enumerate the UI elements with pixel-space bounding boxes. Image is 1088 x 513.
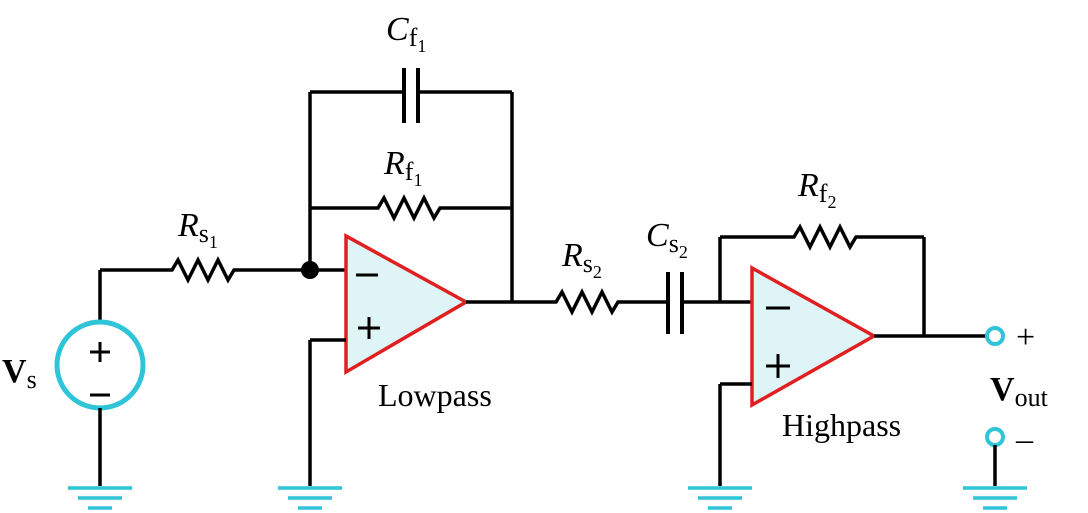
ground-icon bbox=[688, 486, 752, 510]
output-terminals bbox=[985, 326, 1005, 486]
lowpass-feedback bbox=[308, 68, 514, 302]
resistor-rs2 bbox=[548, 288, 628, 316]
resistor-rf1 bbox=[372, 194, 448, 222]
coupling-network bbox=[548, 272, 752, 334]
highpass-stage bbox=[718, 223, 986, 486]
input-source-branch bbox=[54, 256, 346, 486]
ground-icon bbox=[68, 486, 132, 510]
output-minus-sign: – bbox=[1015, 421, 1034, 458]
lowpass-opamp bbox=[308, 233, 548, 486]
highpass-opamp bbox=[750, 265, 878, 409]
resistor-rf2 bbox=[788, 223, 862, 251]
label-rf1: Rf1 bbox=[383, 145, 422, 190]
label-cs2: Cs2 bbox=[646, 217, 688, 262]
output-terminal-positive bbox=[985, 326, 1005, 346]
ground-icon bbox=[963, 486, 1027, 510]
stage-name-highpass: Highpass bbox=[782, 407, 901, 443]
label-rs2: Rs2 bbox=[561, 237, 602, 282]
output-terminal-negative bbox=[985, 427, 1005, 447]
label-rs1: Rs1 bbox=[177, 207, 218, 252]
label-rf2: Rf2 bbox=[797, 167, 836, 212]
resistor-rs1 bbox=[160, 256, 246, 284]
label-vout: Vout bbox=[990, 371, 1049, 412]
output-plus-sign: + bbox=[1016, 319, 1035, 356]
stage-name-lowpass: Lowpass bbox=[378, 377, 492, 413]
label-vs: Vs bbox=[2, 353, 37, 394]
ground-icon bbox=[278, 486, 342, 510]
label-cf1: Cf1 bbox=[386, 11, 426, 56]
